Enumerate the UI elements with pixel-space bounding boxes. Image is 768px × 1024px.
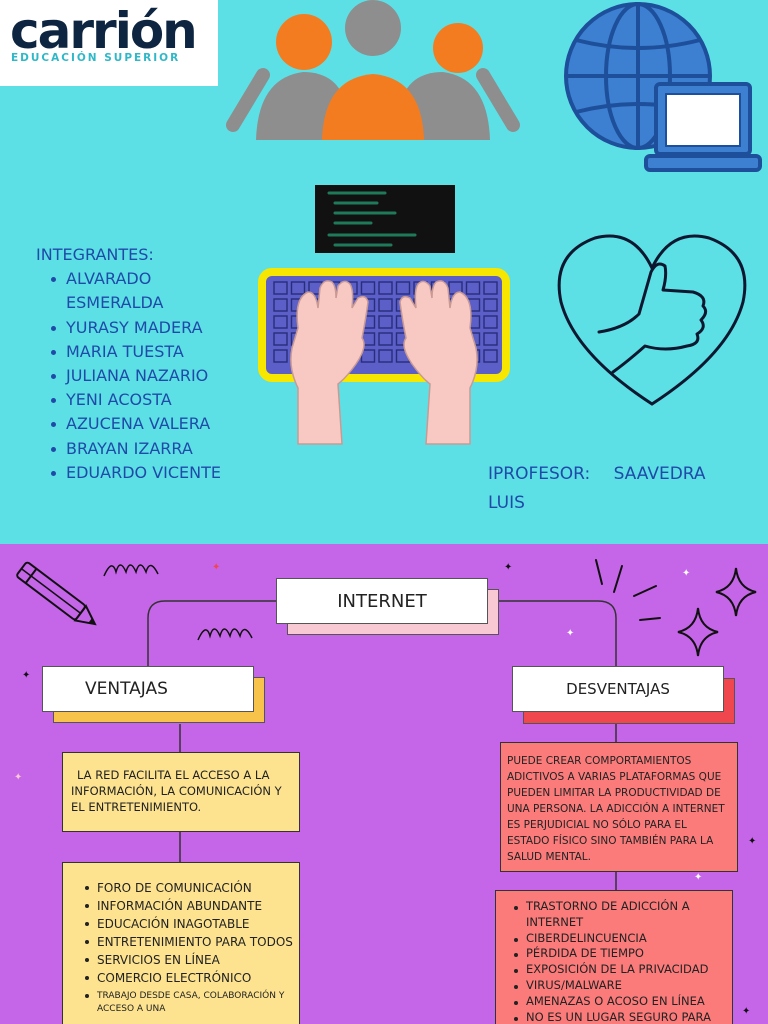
- keyboard-key: [378, 332, 393, 346]
- member-item: EDUARDO VICENTE: [36, 461, 221, 485]
- keyboard-key: [483, 315, 498, 329]
- advantages-list-box: FORO DE COMUNICACIÓN INFORMACIÓN ABUNDAN…: [62, 862, 300, 1024]
- disadvantages-list-box: TRASTORNO DE ADICCIÓN A INTERNET CIBERDE…: [495, 890, 733, 1024]
- svg-text:✦: ✦: [14, 772, 22, 783]
- svg-text:✦: ✦: [504, 562, 512, 573]
- logo: carrión EDUCACIÓN SUPERIOR: [0, 0, 218, 86]
- professor-label: IPROFESOR: SAAVEDRA LUIS: [488, 464, 706, 513]
- code-screen-icon: [315, 185, 455, 253]
- sparkle-icon: [677, 567, 757, 657]
- ventajas-description-box: LA RED FACILITA EL ACCESO A LA INFORMACI…: [62, 752, 300, 832]
- member-item: YENI ACOSTA: [36, 388, 221, 412]
- svg-text:✦: ✦: [694, 872, 702, 883]
- keyboard-key: [290, 281, 306, 295]
- keyboard-key: [483, 298, 498, 312]
- member-item: YURASY MADERA: [36, 316, 221, 340]
- disadvantage-item: CIBERDELINCUENCIA: [510, 931, 726, 947]
- keyboard-key: [378, 298, 393, 312]
- member-item: JULIANA NAZARIO: [36, 364, 221, 388]
- advantage-item: TRABAJO DESDE CASA, COLABORACIÓN Y ACCES…: [81, 987, 293, 1016]
- disadvantage-item: TRASTORNO DE ADICCIÓN A INTERNET: [510, 899, 726, 931]
- keyboard-key: [273, 332, 288, 346]
- keyboard-key: [273, 298, 288, 312]
- desventajas-description: PUEDE CREAR COMPORTAMIENTOS ADICTIVOS A …: [507, 755, 725, 863]
- members-list: INTEGRANTES: ALVARADO ESMERALDA YURASY M…: [36, 243, 221, 485]
- keyboard-key: [378, 349, 393, 363]
- ventajas-label: VENTAJAS: [85, 679, 168, 699]
- svg-text:✦: ✦: [742, 1006, 750, 1017]
- disadvantage-item: EXPOSICIÓN DE LA PRIVACIDAD: [510, 962, 726, 978]
- advantage-item: COMERCIO ELECTRÓNICO: [81, 969, 293, 987]
- concept-map-section: ✦ ✦ ✦ ✦ ✦ ✦ ✦ ✦ ✦ ✦ ✦ ✦ INTERNET: [0, 544, 768, 1024]
- logo-subtitle: EDUCACIÓN SUPERIOR: [11, 52, 181, 64]
- advantage-item: ENTRETENIMIENTO PARA TODOS: [81, 933, 293, 951]
- disadvantage-item: AMENAZAS O ACOSO EN LÍNEA: [510, 994, 726, 1010]
- svg-text:✦: ✦: [748, 836, 756, 847]
- heart-thumbs-up-icon: [557, 234, 747, 406]
- keyboard-key: [273, 349, 288, 363]
- desventajas-card: DESVENTAJAS: [512, 666, 724, 712]
- keyboard-key: [273, 281, 288, 295]
- root-card: INTERNET: [276, 578, 488, 624]
- ventajas-card: VENTAJAS: [42, 666, 254, 712]
- logo-name: carrión: [10, 2, 198, 60]
- desventajas-label: DESVENTAJAS: [566, 680, 670, 698]
- keyboard-key: [378, 281, 393, 295]
- svg-text:✦: ✦: [682, 568, 690, 579]
- globe-laptop-icon: [564, 2, 762, 172]
- people-icon: [226, 0, 520, 140]
- advantage-item: EDUCACIÓN INAGOTABLE: [81, 915, 293, 933]
- advantage-item: INFORMACIÓN ABUNDANTE: [81, 897, 293, 915]
- pencil-icon: [16, 561, 97, 626]
- member-item: BRAYAN IZARRA: [36, 437, 221, 461]
- keyboard-key: [483, 349, 498, 363]
- keyboard-key: [483, 281, 498, 295]
- disadvantage-item: NO ES UN LUGAR SEGURO PARA: [510, 1010, 726, 1024]
- keyboard-key: [465, 281, 481, 295]
- ventajas-description: LA RED FACILITA EL ACCESO A LA INFORMACI…: [71, 768, 282, 814]
- root-label: INTERNET: [337, 590, 427, 612]
- svg-text:✦: ✦: [22, 670, 30, 681]
- member-item: ALVARADO ESMERALDA: [36, 267, 221, 315]
- members-title: INTEGRANTES:: [36, 245, 154, 264]
- keyboard-key: [483, 332, 498, 346]
- keyboard-key: [378, 315, 393, 329]
- advantage-item: SERVICIOS EN LÍNEA: [81, 951, 293, 969]
- advantage-item: FORO DE COMUNICACIÓN: [81, 879, 293, 897]
- desventajas-description-box: PUEDE CREAR COMPORTAMIENTOS ADICTIVOS A …: [500, 742, 738, 872]
- svg-text:✦: ✦: [566, 628, 574, 639]
- disadvantage-item: PÉRDIDA DE TIEMPO: [510, 946, 726, 962]
- keyboard-key: [273, 315, 288, 329]
- member-item: MARIA TUESTA: [36, 340, 221, 364]
- svg-text:✦: ✦: [212, 562, 220, 573]
- typing-keyboard-icon: [258, 268, 510, 445]
- cover-section: carrión EDUCACIÓN SUPERIOR: [0, 0, 762, 513]
- disadvantage-item: VIRUS/MALWARE: [510, 978, 726, 994]
- keyboard-key: [360, 281, 376, 295]
- member-item: AZUCENA VALERA: [36, 412, 221, 436]
- keyboard-key: [395, 281, 411, 295]
- disadvantages-list: TRASTORNO DE ADICCIÓN A INTERNET CIBERDE…: [510, 899, 726, 1024]
- advantages-list: FORO DE COMUNICACIÓN INFORMACIÓN ABUNDAN…: [81, 879, 293, 1016]
